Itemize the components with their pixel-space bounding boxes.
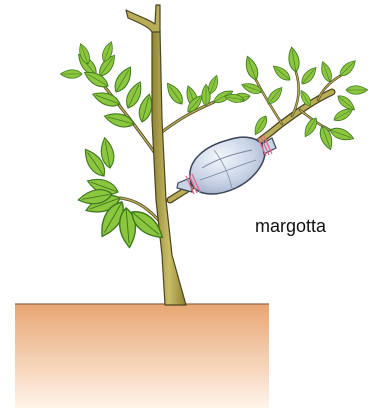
- leaf: [265, 85, 285, 107]
- leaf: [317, 124, 335, 151]
- leaf: [328, 125, 355, 143]
- leaf: [337, 58, 358, 79]
- margotta-wrap: [177, 136, 276, 194]
- plant-stem: [152, 30, 186, 305]
- margotta-label: margotta: [255, 216, 327, 236]
- leaf: [103, 110, 136, 130]
- leaf: [60, 70, 82, 79]
- leaf: [271, 63, 293, 83]
- leaf: [243, 55, 261, 82]
- leaf: [319, 60, 334, 83]
- leaf: [287, 46, 301, 73]
- leaf: [299, 65, 319, 87]
- stem-tip: [126, 5, 160, 32]
- soil-block: [15, 304, 269, 408]
- leaf: [163, 80, 186, 106]
- leaf: [346, 86, 368, 95]
